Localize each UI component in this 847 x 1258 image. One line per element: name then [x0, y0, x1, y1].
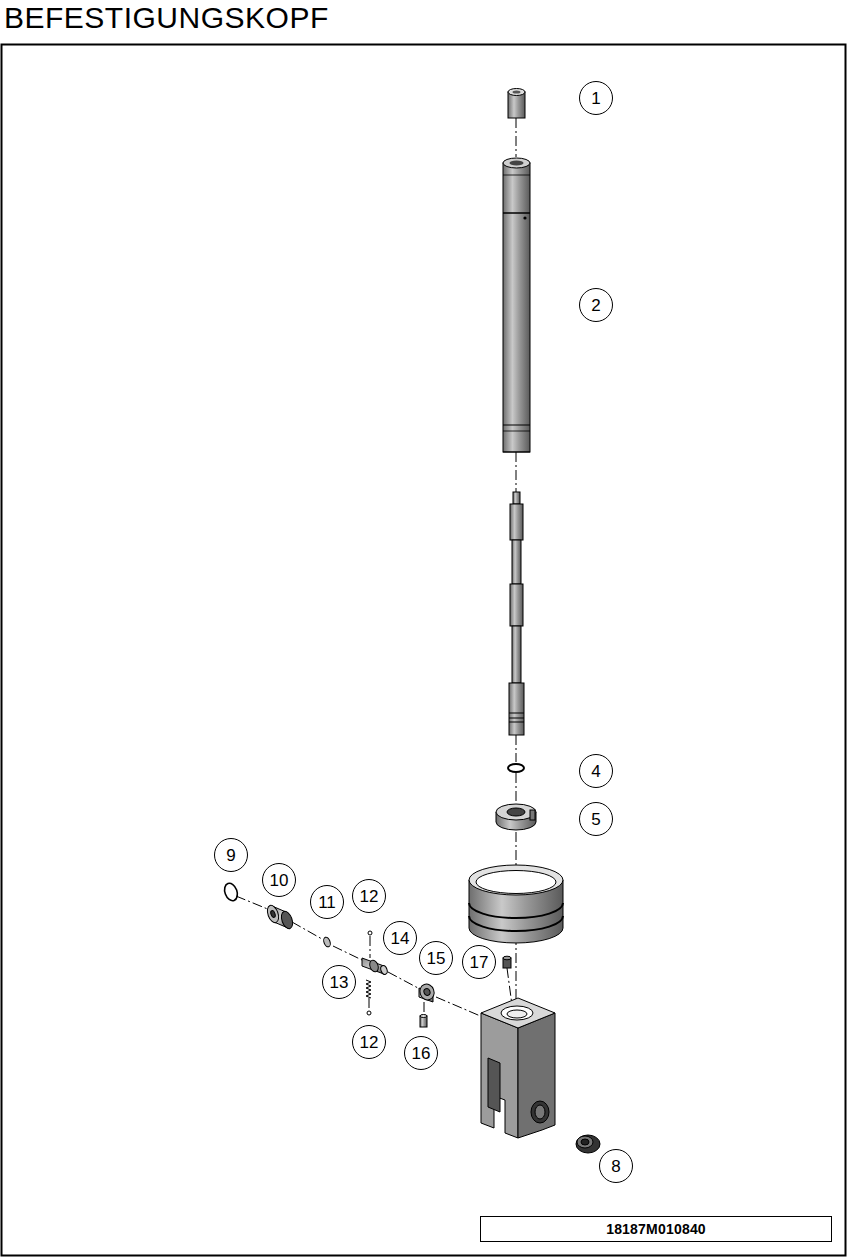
callout-number: 9 — [214, 838, 248, 872]
part-lever — [418, 982, 437, 1002]
part-clevis-body — [481, 998, 555, 1138]
callout-number: 12 — [352, 1025, 386, 1059]
part-washer — [322, 936, 331, 947]
callout-number: 2 — [579, 288, 613, 322]
callout-number: 14 — [383, 921, 417, 955]
callout-number: 11 — [310, 885, 344, 919]
part-tube — [503, 158, 530, 452]
callout-number: 13 — [322, 965, 356, 999]
drawing-number: 18187M010840 — [606, 1221, 706, 1237]
part-ball — [368, 931, 372, 935]
callout-number: 15 — [419, 941, 453, 975]
part-ring-small — [222, 881, 239, 902]
callout-number: 12 — [352, 879, 386, 913]
callout-number: 10 — [262, 863, 296, 897]
part-pin-small — [420, 1015, 427, 1028]
part-pin — [508, 89, 525, 119]
part-ball — [367, 1011, 371, 1015]
callout-number: 16 — [404, 1036, 438, 1070]
callout-number: 5 — [579, 802, 613, 836]
part-plunger — [362, 958, 388, 975]
part-spring — [366, 980, 371, 998]
callout-number: 4 — [579, 754, 613, 788]
part-bushing — [265, 904, 295, 930]
callout-number: 8 — [599, 1149, 633, 1183]
frame — [2, 45, 846, 1256]
part-ring — [508, 764, 524, 772]
part-plug — [576, 1135, 600, 1153]
part-screw — [503, 956, 511, 968]
callout-number: 17 — [462, 945, 496, 979]
part-nut — [496, 804, 536, 830]
callout-number: 1 — [579, 81, 613, 115]
drawing-number-box: 18187M010840 — [480, 1216, 832, 1242]
part-seal-ring — [469, 865, 563, 943]
diagram-title: BEFESTIGUNGSKOPF — [4, 0, 329, 38]
part-rod — [509, 492, 524, 735]
